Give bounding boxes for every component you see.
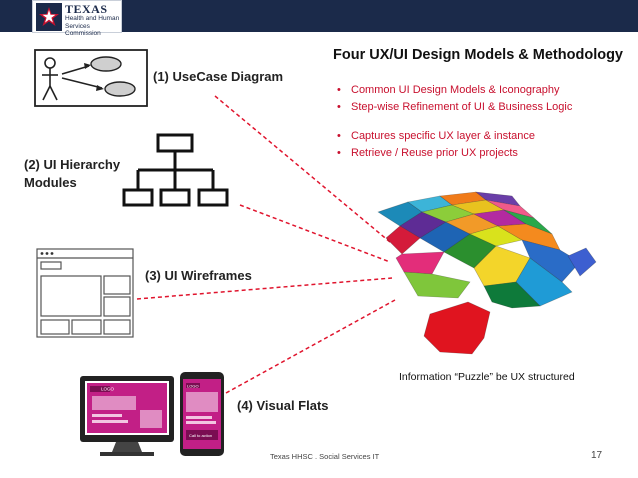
wireframes-label: (3) UI Wireframes (145, 268, 252, 283)
bullet-item: •Step-wise Refinement of UI & Business L… (337, 101, 573, 113)
slide-title: Four UX/UI Design Models & Methodology (333, 47, 623, 63)
wireframe-icon (36, 248, 134, 338)
puzzle-caption: Information “Puzzle” be UX structured (399, 371, 575, 383)
phone-logo-text: LOGO (187, 384, 199, 389)
monitor-logo-text: LOGO (101, 387, 115, 392)
logo-text: TEXAS Health and Human Services Commissi… (65, 3, 121, 38)
hierarchy-label-line1: (2) UI Hierarchy (24, 157, 121, 172)
puzzle-image (377, 191, 597, 355)
visual-flats-icon: LOGO LOGO Call to action (80, 372, 224, 456)
hierarchy-label-line2: Modules (24, 175, 77, 190)
page-number: 17 (591, 450, 603, 461)
logo-line1: TEXAS (65, 2, 108, 16)
visual-flats-label: (4) Visual Flats (237, 398, 329, 413)
footer-text: Texas HHSC . Social Services IT (270, 452, 380, 461)
hhsc-logo: TEXAS Health and Human Services Commissi… (32, 0, 122, 37)
usecase-diagram-icon (34, 49, 148, 107)
phone-cta-text: Call to action (189, 433, 212, 438)
bullet-item: •Captures specific UX layer & instance (337, 130, 536, 142)
texas-star-icon (36, 3, 62, 31)
usecase-label: (1) UseCase Diagram (153, 69, 284, 84)
logo-line3: Services Commission (65, 22, 101, 38)
hierarchy-icon (122, 133, 229, 207)
connector-lines (136, 95, 396, 394)
bullet-item: •Common UI Design Models & Iconography (337, 84, 560, 96)
bullet-item: •Retrieve / Reuse prior UX projects (337, 147, 518, 159)
logo-line2: Health and Human (65, 15, 120, 22)
